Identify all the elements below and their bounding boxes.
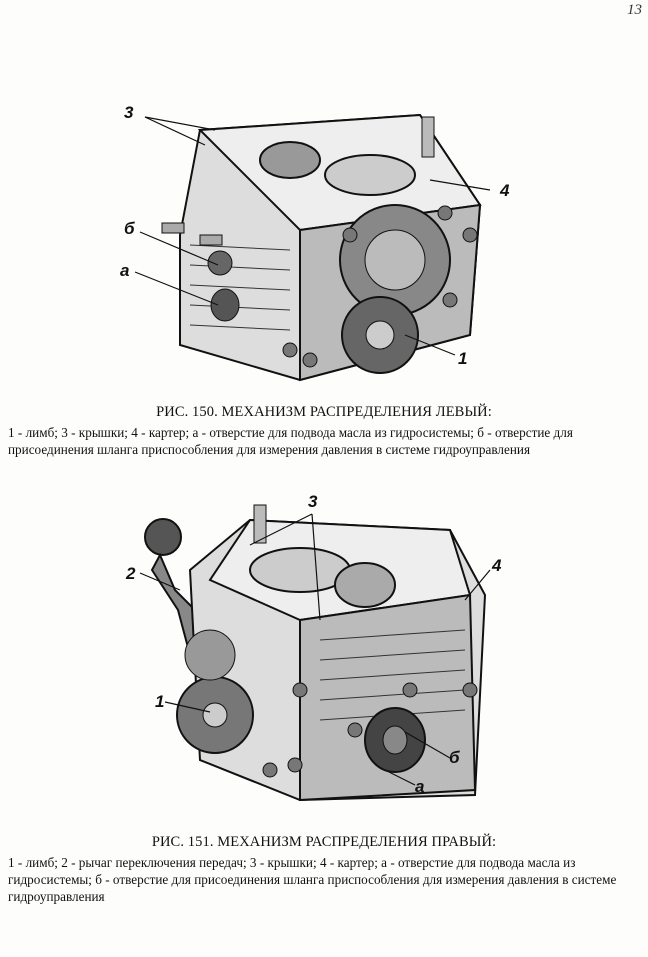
callout-b: б <box>449 748 460 767</box>
callout-3: 3 <box>124 103 134 122</box>
figure-151-illustration: 3 2 4 1 б а <box>0 492 648 820</box>
callout-4: 4 <box>492 556 502 575</box>
page-number: 13 <box>627 2 642 18</box>
callout-1: 1 <box>155 692 165 711</box>
figure-150-description: 1 - лимб; 3 - крышки; 4 - картер; а - от… <box>8 425 573 457</box>
figure-151-description: 1 - лимб; 2 - рычаг переключения передач… <box>8 855 617 904</box>
callout-4: 4 <box>500 181 510 200</box>
callout-2: 2 <box>126 564 136 583</box>
callout-b: б <box>124 219 135 238</box>
callout-a: а <box>415 777 425 796</box>
callout-1: 1 <box>458 349 468 368</box>
callout-a: а <box>120 261 130 280</box>
figure-151-title: РИС. 151. МЕХАНИЗМ РАСПРЕДЕЛЕНИЯ ПРАВЫЙ: <box>151 834 497 850</box>
figure-150-illustration: 3 4 б а 1 <box>0 95 648 395</box>
right-distribution-mechanism-drawing <box>139 504 491 802</box>
figure-150-title: РИС. 150. МЕХАНИЗМ РАСПРЕДЕЛЕНИЯ ЛЕВЫЙ: <box>156 404 492 420</box>
left-distribution-mechanism-drawing <box>134 113 491 382</box>
callout-3: 3 <box>308 492 318 511</box>
